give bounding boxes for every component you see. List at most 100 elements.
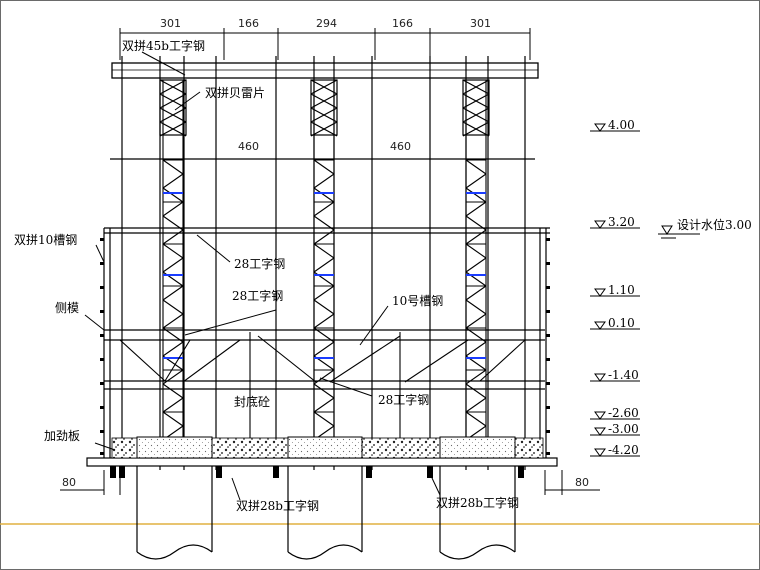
elevation-triangle (594, 288, 606, 297)
seal-gravel-mid2 (361, 437, 441, 459)
dim-bottom-right: 80 (575, 476, 589, 489)
anchor-bolt (119, 466, 125, 478)
stiffener-tab (546, 406, 550, 409)
elevation-triangle (594, 373, 606, 382)
elevation-7: -3.00 (590, 422, 640, 436)
elevation-value: 0.10 (608, 316, 635, 330)
stiffener-tab (546, 358, 550, 361)
stiffener-tab (546, 262, 550, 265)
dim-bottom-left: 80 (62, 476, 76, 489)
anchor-bolts (110, 466, 524, 478)
elevation-marks: 4.00 3.20 1.10 0.10 -1.40 -2.60 -3.00 -4.20 (590, 118, 640, 457)
stiffener-tab (100, 382, 104, 385)
pile-3 (439, 466, 516, 560)
lattice-column-2 (313, 80, 335, 441)
elevation-triangle (594, 427, 606, 436)
diagonal-braces (119, 332, 526, 438)
stiffener-tab (100, 430, 104, 433)
elevation-triangle (594, 411, 606, 420)
pile-cap-1 (136, 436, 213, 459)
piles (136, 466, 516, 560)
elevation-1: 4.00 (590, 118, 640, 132)
dim-top-5: 301 (470, 17, 491, 30)
dim-mid-2: 460 (390, 140, 411, 153)
design-water-mark (658, 225, 700, 239)
label-side-rib: 侧模 (55, 301, 79, 315)
top-bracket-1 (159, 79, 187, 137)
elevation-value: 4.00 (608, 118, 635, 132)
stiffener-tab (100, 358, 104, 361)
stiffener-tab (100, 406, 104, 409)
stiffener-tab (546, 334, 550, 337)
elevation-2: 3.20 (590, 215, 640, 229)
dim-top-1: 301 (160, 17, 181, 30)
label-seal-concrete: 封底砼 (234, 394, 270, 409)
stiffener-tab (100, 286, 104, 289)
pile-2 (287, 466, 363, 560)
label-top-bracket: 双拼贝雷片 (205, 86, 265, 100)
anchor-bolt (427, 466, 433, 478)
label-i28-lower: 28工字钢 (378, 392, 429, 407)
anchor-bolt (366, 466, 372, 478)
dim-top-4: 166 (392, 17, 413, 30)
bottom-dimension-lines (60, 470, 600, 495)
elevation-4: 0.10 (590, 316, 640, 330)
leader-lines (84, 51, 441, 501)
pile-cap-2 (287, 436, 363, 459)
label-pile-right: 双拼28b工字钢 (436, 495, 519, 510)
stiffener-tab (546, 430, 550, 433)
seal-gravel-mid1 (211, 437, 289, 459)
label-channel-10: 10号槽钢 (392, 294, 443, 308)
stiffener-tab (100, 310, 104, 313)
stiffener-tab (546, 382, 550, 385)
dim-top-3: 294 (316, 17, 337, 30)
dim-mid-1: 460 (238, 140, 259, 153)
stiffener-tab (100, 334, 104, 337)
elevation-value: -1.40 (608, 368, 639, 382)
elevation-3: 1.10 (590, 283, 640, 297)
top-bracket-2 (310, 79, 338, 137)
label-channel-10-double: 双拼10槽钢 (14, 233, 77, 247)
label-design-water: 设计水位3.00 (677, 217, 752, 232)
top-beam (111, 62, 539, 79)
seal-gravel-left (111, 437, 138, 459)
elevation-value: -4.20 (608, 443, 639, 457)
stiffener-tab (546, 238, 550, 241)
elevation-value: -2.60 (608, 406, 639, 420)
seal-gravel-right (514, 437, 544, 459)
elevation-value: 1.10 (608, 283, 635, 297)
elevation-8: -4.20 (590, 443, 640, 457)
anchor-bolt (110, 466, 116, 478)
lattice-column-3 (465, 80, 487, 441)
elevation-triangle (594, 220, 606, 229)
anchor-bolt (273, 466, 279, 478)
elevation-5: -1.40 (590, 368, 640, 382)
stiffener-tab (100, 262, 104, 265)
top-bracket-3 (462, 79, 490, 137)
frame-horizontals (104, 158, 550, 390)
elevation-6: -2.60 (590, 406, 640, 420)
elevation-value: 3.20 (608, 215, 635, 229)
top-dimension-line (119, 28, 531, 60)
label-i28-mid: 28工字钢 (232, 288, 283, 303)
elevation-triangle (594, 448, 606, 457)
dim-top-2: 166 (238, 17, 259, 30)
stiffener-tab (546, 286, 550, 289)
top-brackets (159, 79, 490, 137)
label-pile-left: 双拼28b工字钢 (236, 498, 319, 513)
side-stiffener-tabs (100, 238, 550, 455)
pile-1 (136, 466, 213, 560)
pile-cap-3 (439, 436, 516, 459)
stiffener-tab (546, 452, 550, 455)
label-top-beam: 双拼45b工字钢 (122, 38, 205, 53)
base-slab (86, 457, 558, 467)
stiffener-tab (100, 238, 104, 241)
stiffener-tab (100, 452, 104, 455)
elevation-triangle (594, 123, 606, 132)
label-stiffener: 加劲板 (44, 429, 80, 443)
side-walls (103, 228, 547, 458)
stiffener-tab (546, 310, 550, 313)
elevation-triangle (594, 321, 606, 330)
anchor-bolt (518, 466, 524, 478)
